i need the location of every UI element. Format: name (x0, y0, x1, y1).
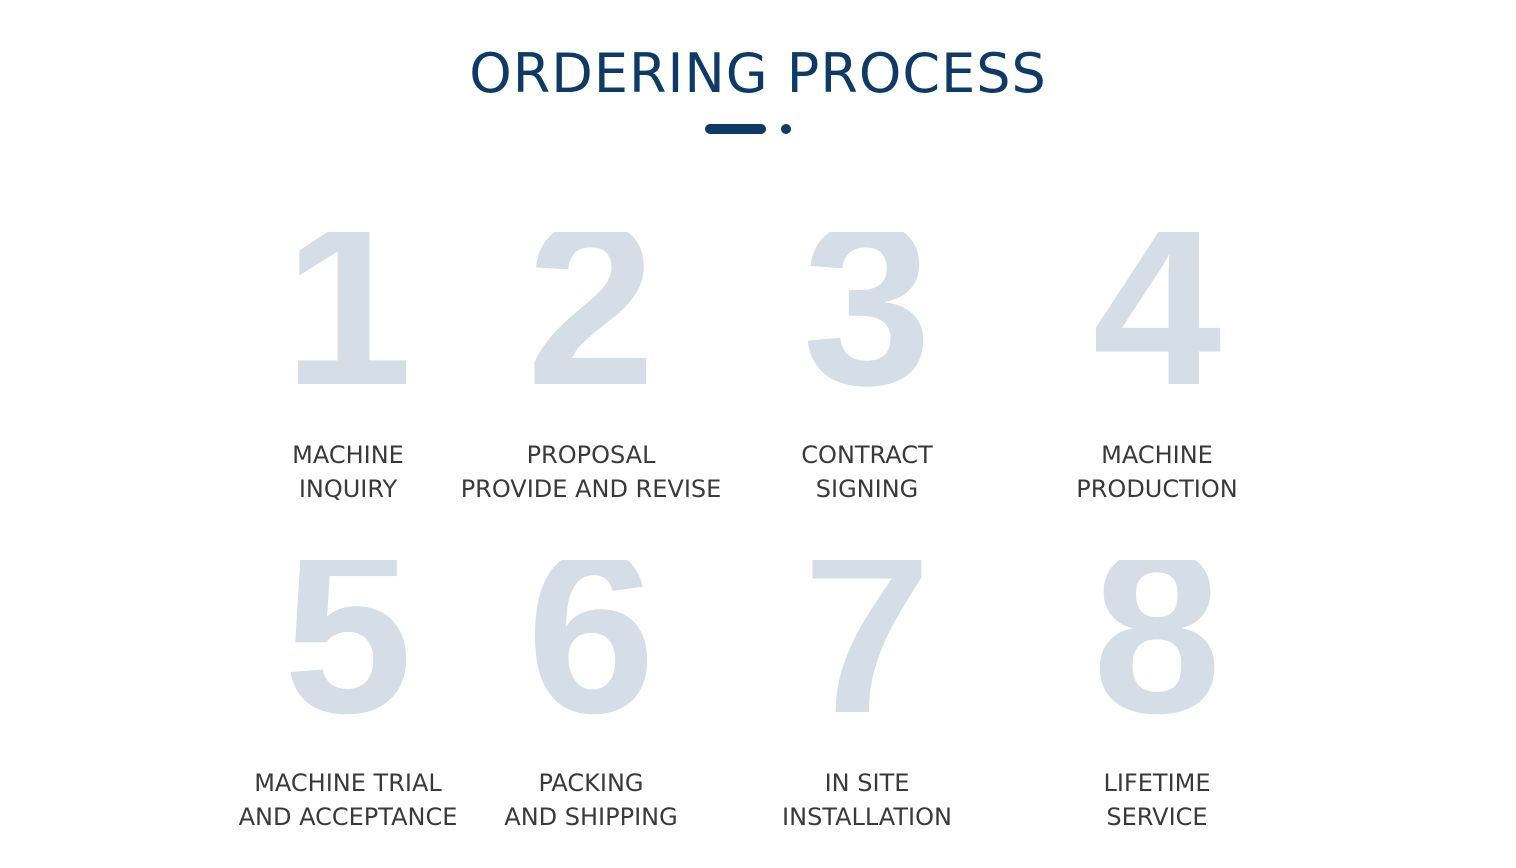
step-number: 7 (717, 560, 1017, 760)
step-label-line2: SIGNING (815, 475, 919, 503)
step-label-line2: PRODUCTION (1076, 475, 1238, 503)
step-1: 1 MACHINE INQUIRY (198, 232, 498, 532)
step-label-line2: AND ACCEPTANCE (238, 803, 458, 831)
step-label-line1: PACKING (538, 769, 644, 797)
step-number-text: 7 (802, 560, 931, 760)
step-label-line1: MACHINE (1101, 441, 1213, 469)
step-label-line1: MACHINE TRIAL (254, 769, 442, 797)
step-number-text: 6 (526, 560, 655, 760)
step-label: MACHINE PRODUCTION (1007, 438, 1307, 506)
step-label-line2: PROVIDE AND REVISE (460, 475, 722, 503)
step-number-text: 3 (802, 232, 931, 432)
step-5: 5 MACHINE TRIAL AND ACCEPTANCE (198, 560, 498, 860)
step-number: 2 (441, 232, 741, 432)
step-number: 8 (1007, 560, 1307, 760)
step-label-line2: AND SHIPPING (504, 803, 678, 831)
step-label-line1: LIFETIME (1103, 769, 1211, 797)
step-label-line2: INSTALLATION (782, 803, 952, 831)
step-number-graphic: 3 (802, 232, 931, 432)
page-title: ORDERING PROCESS (469, 42, 1047, 105)
step-4: 4 MACHINE PRODUCTION (1007, 232, 1307, 532)
step-label: PROPOSAL PROVIDE AND REVISE (441, 438, 741, 506)
step-label-line1: CONTRACT (801, 441, 933, 469)
step-label: IN SITE INSTALLATION (717, 766, 1017, 834)
step-label: MACHINE INQUIRY (198, 438, 498, 506)
step-label-line1: IN SITE (824, 769, 910, 797)
title-divider (705, 123, 791, 135)
step-2: 2 PROPOSAL PROVIDE AND REVISE (441, 232, 741, 532)
step-7: 7 IN SITE INSTALLATION (717, 560, 1017, 860)
step-number-graphic: 4 (1092, 232, 1221, 432)
step-number-graphic: 8 (1092, 560, 1221, 760)
step-number: 6 (441, 560, 741, 760)
step-number-graphic: 2 (526, 232, 655, 432)
step-8: 8 LIFETIME SERVICE (1007, 560, 1307, 860)
step-label-line1: MACHINE (292, 441, 404, 469)
step-label-line1: PROPOSAL (526, 441, 656, 469)
step-label-line2: SERVICE (1106, 803, 1208, 831)
step-number: 5 (198, 560, 498, 760)
step-label: LIFETIME SERVICE (1007, 766, 1307, 834)
step-number-graphic: 6 (526, 560, 655, 760)
divider-dot (781, 124, 791, 134)
step-number: 1 (198, 232, 498, 432)
step-number-text: 4 (1092, 232, 1221, 432)
step-label: MACHINE TRIAL AND ACCEPTANCE (198, 766, 498, 834)
step-number-graphic: 7 (802, 560, 931, 760)
step-number-text: 5 (283, 560, 412, 760)
step-number: 4 (1007, 232, 1307, 432)
step-3: 3 CONTRACT SIGNING (717, 232, 1017, 532)
step-label: PACKING AND SHIPPING (441, 766, 741, 834)
step-number-text: 8 (1092, 560, 1221, 760)
step-number-text: 2 (526, 232, 655, 432)
step-number-graphic: 5 (283, 560, 412, 760)
step-number: 3 (717, 232, 1017, 432)
step-number-graphic: 1 (283, 232, 412, 432)
step-label-line2: INQUIRY (298, 475, 398, 503)
step-number-text: 1 (283, 232, 412, 432)
divider-bar (705, 124, 766, 134)
step-label: CONTRACT SIGNING (717, 438, 1017, 506)
step-6: 6 PACKING AND SHIPPING (441, 560, 741, 860)
